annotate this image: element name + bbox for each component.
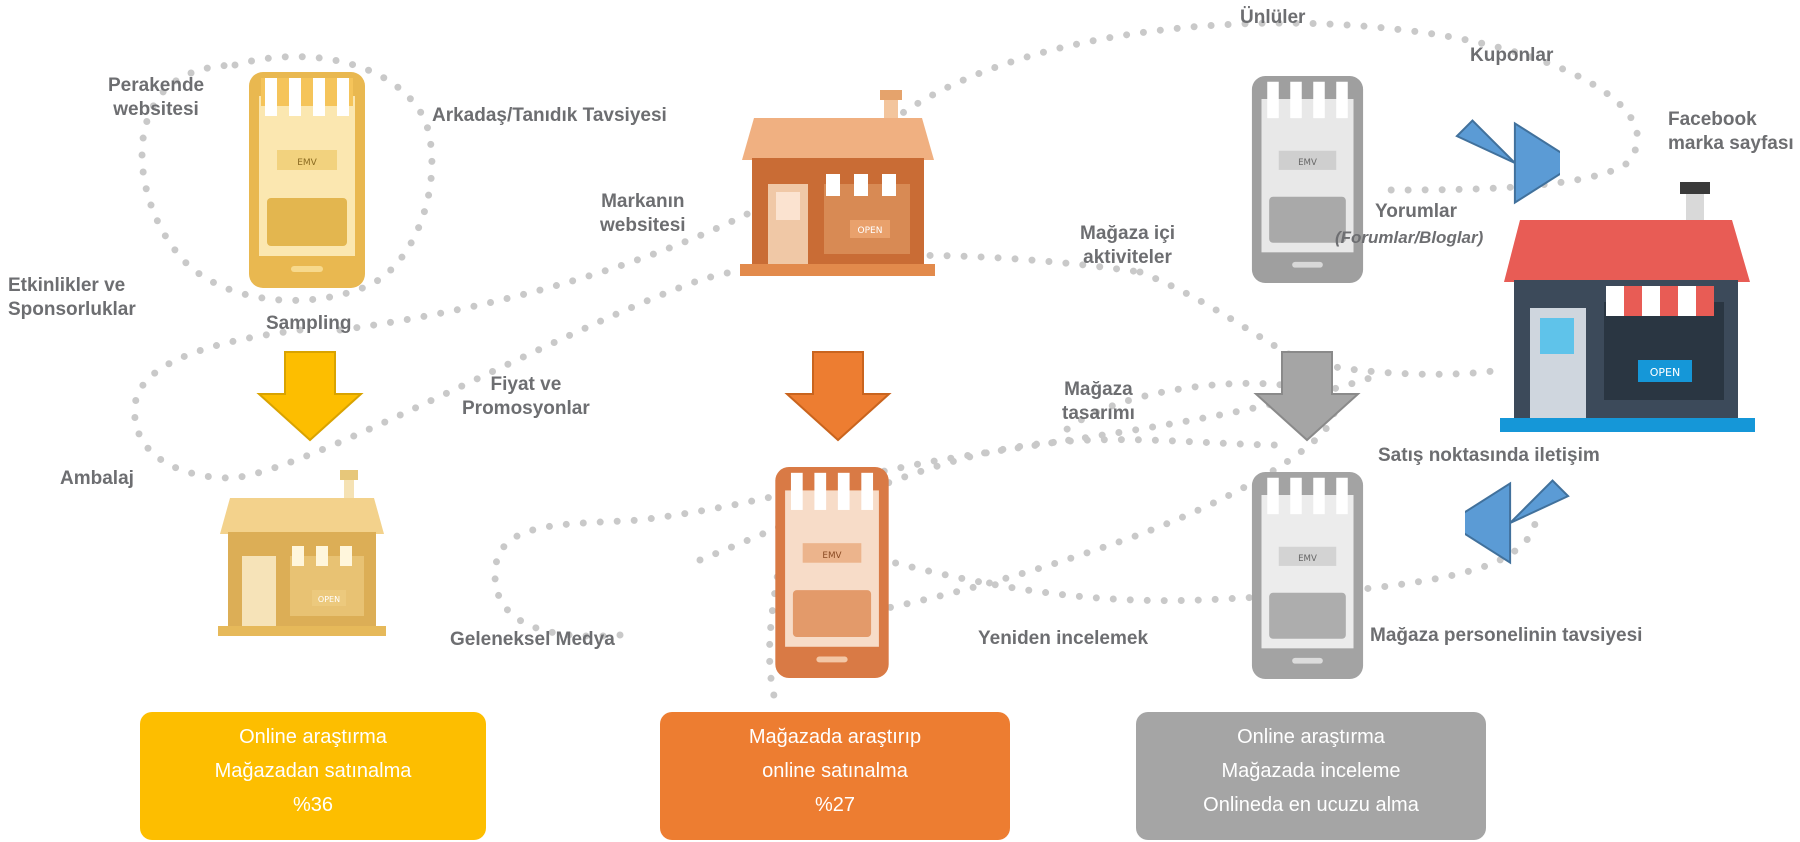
label-etkinlikler: Etkinlikler ve Sponsorluklar [8,275,136,320]
svg-text:OPEN: OPEN [318,595,340,604]
summary-box-yellow-line-1: Online araştırma [239,726,387,748]
store-icon-yellow: OPEN [218,470,386,636]
label-yeniden-incelemek: Yeniden incelemek [978,628,1149,649]
dotted-path-geleneksel [491,374,1374,640]
svg-text:EMV: EMV [1298,158,1317,168]
dotted-path-yeniden [786,379,1338,629]
label-geleneksel-medya: Geleneksel Medya [450,629,615,650]
summary-box-orange-line-2: online satınalma [762,760,908,782]
label-magaza-personeli-tavsiyesi: Mağaza personelinin tavsiyesi [1370,625,1643,646]
dotted-path-fiyat [1136,268,1504,378]
label-yorumlar: Yorumlar [1375,201,1458,222]
phone-store-icon-orange: EMV [775,466,889,679]
phone-store-icon-gray: EMV [1251,76,1364,283]
store-icon-orange: OPEN [740,90,935,276]
label-kuponlar: Kuponlar [1470,45,1554,66]
label-yorumlar-sub: (Forumlar/Bloglar) [1335,228,1484,247]
summary-box-gray: Online araştırma Mağazada inceleme Onlin… [1136,712,1486,840]
summary-box-orange-line-3: %27 [814,794,856,816]
label-satis-noktasinda-iletisim: Satış noktasında iletişim [1378,445,1600,466]
label-facebook-marka-sayfasi: Facebook marka sayfası [1668,109,1794,154]
summary-box-yellow: Online araştırma Mağazadan satınalma %36 [140,712,486,840]
summary-box-yellow-line-3: %36 [292,794,334,816]
svg-text:EMV: EMV [1298,554,1317,564]
label-markanin-websitesi: Markanın websitesi [600,191,686,236]
label-fiyat-promosyonlar: Fiyat ve Promosyonlar [462,374,590,419]
phone-store-icon-gray-bottom: EMV [1251,472,1364,679]
summary-box-gray-line-1: Online araştırma [1237,726,1385,748]
svg-text:EMV: EMV [297,158,317,168]
svg-text:OPEN: OPEN [858,226,883,236]
svg-text:OPEN: OPEN [1650,366,1680,379]
summary-box-yellow-line-2: Mağazadan satınalma [214,760,412,782]
down-arrow-yellow-icon [256,351,364,442]
phone-store-icon-yellow: EMV [249,72,365,288]
dotted-path-personel [826,496,1539,605]
label-unluler: Ünlüler [1240,7,1306,28]
down-arrow-gray-icon [1253,351,1361,442]
label-ambalaj: Ambalaj [60,468,134,489]
label-magaza-ici-aktiviteler: Mağaza içi aktiviteler [1080,223,1176,268]
summary-box-gray-line-2: Mağazada inceleme [1221,760,1401,782]
dotted-path-yellow-loop [138,53,436,304]
blue-arrow-down-left-icon [1465,479,1570,565]
store-icon-color: OPEN [1500,182,1755,432]
dotted-path-big-loop-left [336,19,1641,334]
label-magaza-tasarimi: Mağaza tasarımı [1062,379,1135,424]
svg-text:EMV: EMV [822,551,841,561]
label-perakende-websitesi: Perakende websitesi [108,75,205,120]
label-sampling: Sampling [266,313,352,334]
label-arkadas-tavsiyesi: Arkadaş/Tanıdık Tavsiyesi [432,105,667,126]
down-arrow-orange-icon [784,351,892,442]
blue-arrow-down-right-icon [1455,119,1560,205]
summary-box-orange-line-1: Mağazada araştırıp [748,726,922,748]
summary-box-orange: Mağazada araştırıp online satınalma %27 [660,712,1010,840]
summary-box-gray-line-3: Onlineda en ucuzu alma [1203,794,1419,816]
